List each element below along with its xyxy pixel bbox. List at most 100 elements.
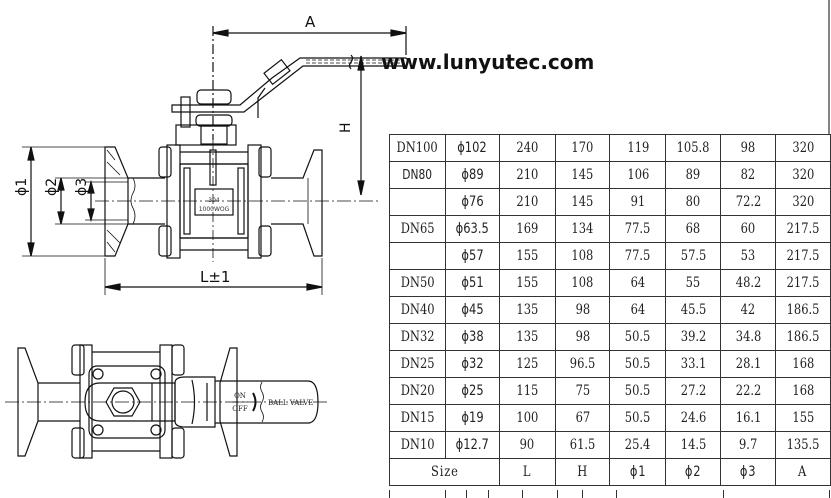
table-row: DN20 ϕ25 115 75 50.5 27.2 22.2 168 [389, 377, 831, 405]
l-cell: 100 [498, 404, 556, 432]
a-cell: 320 [775, 188, 831, 216]
h-cell: 75 [554, 377, 611, 405]
size-dn-cell: DN80 [389, 161, 446, 189]
phi3-cell: 16.1 [720, 404, 777, 432]
dimension-table: DN100 ϕ102 240 170 119 105.8 98 320 DN80… [389, 134, 831, 486]
svg-text:ϕ1: ϕ1 [14, 178, 30, 196]
phi3-cell: 22.2 [720, 377, 777, 405]
h-cell: 134 [554, 215, 611, 243]
pipe-od-cell: ϕ45 [444, 296, 500, 324]
table-row: DN80 ϕ89 210 145 106 89 82 320 [389, 161, 831, 189]
svg-text:OFF: OFF [232, 405, 248, 413]
svg-text:ϕ2: ϕ2 [44, 178, 60, 196]
svg-text:1000WOG: 1000WOG [199, 206, 230, 213]
header-phi2: ϕ2 [665, 458, 722, 486]
svg-text:ϕ3: ϕ3 [74, 178, 90, 196]
title-block-line [557, 490, 558, 498]
header-phi3: ϕ3 [720, 458, 777, 486]
table-row: DN100 ϕ102 240 170 119 105.8 98 320 [389, 134, 831, 162]
l-cell: 155 [498, 242, 556, 270]
lever-handle [171, 54, 409, 118]
header-size: Size [389, 458, 500, 486]
phi2-cell: 27.2 [665, 377, 722, 405]
phi2-cell: 14.5 [665, 431, 722, 459]
a-cell: 168 [775, 350, 831, 378]
size-dn-cell: DN32 [389, 323, 446, 351]
a-cell: 217.5 [775, 242, 831, 270]
website-watermark: www.lunyutec.com [381, 50, 595, 74]
phi3-cell: 28.1 [720, 350, 777, 378]
l-cell: 135 [498, 296, 556, 324]
h-cell: 98 [554, 296, 611, 324]
h-cell: 61.5 [554, 431, 611, 459]
pipe-od-cell: ϕ32 [444, 350, 500, 378]
phi3-cell: 42 [720, 296, 777, 324]
phi1-cell: 50.5 [609, 323, 667, 351]
size-dn-cell: DN100 [389, 134, 446, 162]
size-dn-cell: DN25 [389, 350, 446, 378]
size-dn-cell: DN10 [389, 431, 446, 459]
phi1-cell: 50.5 [609, 404, 667, 432]
pipe-od-cell: ϕ57 [444, 242, 500, 270]
header-a: A [775, 458, 831, 486]
phi2-cell: 33.1 [665, 350, 722, 378]
l-cell: 210 [498, 161, 556, 189]
valve-top-view: ON OFF BALL VALVE [5, 344, 330, 459]
title-block-line [466, 490, 467, 498]
l-cell: 115 [498, 377, 556, 405]
phi1-cell: 91 [609, 188, 667, 216]
a-cell: 186.5 [775, 296, 831, 324]
phi2-cell: 24.6 [665, 404, 722, 432]
phi2-cell: 39.2 [665, 323, 722, 351]
table-header-row: Size L H ϕ1 ϕ2 ϕ3 A [389, 458, 831, 486]
phi3-cell: 53 [720, 242, 777, 270]
size-dn-cell [389, 242, 446, 270]
phi2-cell: 105.8 [665, 134, 722, 162]
l-cell: 90 [498, 431, 556, 459]
l-cell: 240 [498, 134, 556, 162]
l-cell: 155 [498, 269, 556, 297]
pipe-od-cell: ϕ25 [444, 377, 500, 405]
title-block-line [522, 490, 523, 498]
phi1-cell: 77.5 [609, 215, 667, 243]
phi3-cell: 82 [720, 161, 777, 189]
svg-text:ON: ON [234, 392, 246, 400]
a-cell: 217.5 [775, 215, 831, 243]
h-cell: 170 [554, 134, 611, 162]
pipe-od-cell: ϕ76 [444, 188, 500, 216]
a-cell: 135.5 [775, 431, 831, 459]
valve-front-view: 304 1000WOG [95, 140, 380, 262]
phi3-cell: 72.2 [720, 188, 777, 216]
table-row: DN32 ϕ38 135 98 50.5 39.2 34.8 186.5 [389, 323, 831, 351]
size-dn-cell: DN15 [389, 404, 446, 432]
table-row: DN15 ϕ19 100 67 50.5 24.6 16.1 155 [389, 404, 831, 432]
size-dn-cell: DN40 [389, 296, 446, 324]
phi2-cell: 80 [665, 188, 722, 216]
pipe-od-cell: ϕ102 [444, 134, 500, 162]
phi3-cell: 98 [720, 134, 777, 162]
h-cell: 108 [554, 242, 611, 270]
phi1-cell: 119 [609, 134, 667, 162]
title-block-line [616, 490, 617, 498]
header-h: H [554, 458, 611, 486]
title-block-line [582, 490, 583, 498]
phi2-cell: 89 [665, 161, 722, 189]
svg-text:H: H [338, 122, 354, 133]
pipe-od-cell: ϕ12.7 [444, 431, 500, 459]
dimension-l: L±1 [104, 258, 323, 295]
phi1-cell: 106 [609, 161, 667, 189]
table-row: DN25 ϕ32 125 96.5 50.5 33.1 28.1 168 [389, 350, 831, 378]
h-cell: 145 [554, 161, 611, 189]
diameter-dimensions: ϕ1 ϕ2 ϕ3 [14, 146, 128, 257]
table-row: DN65 ϕ63.5 169 134 77.5 68 60 217.5 [389, 215, 831, 243]
header-phi1: ϕ1 [609, 458, 667, 486]
table-row: DN10 ϕ12.7 90 61.5 25.4 14.5 9.7 135.5 [389, 431, 831, 459]
l-cell: 169 [498, 215, 556, 243]
phi2-cell: 68 [665, 215, 722, 243]
size-dn-cell [389, 188, 446, 216]
a-cell: 168 [775, 377, 831, 405]
phi2-cell: 55 [665, 269, 722, 297]
h-cell: 96.5 [554, 350, 611, 378]
phi3-cell: 9.7 [720, 431, 777, 459]
